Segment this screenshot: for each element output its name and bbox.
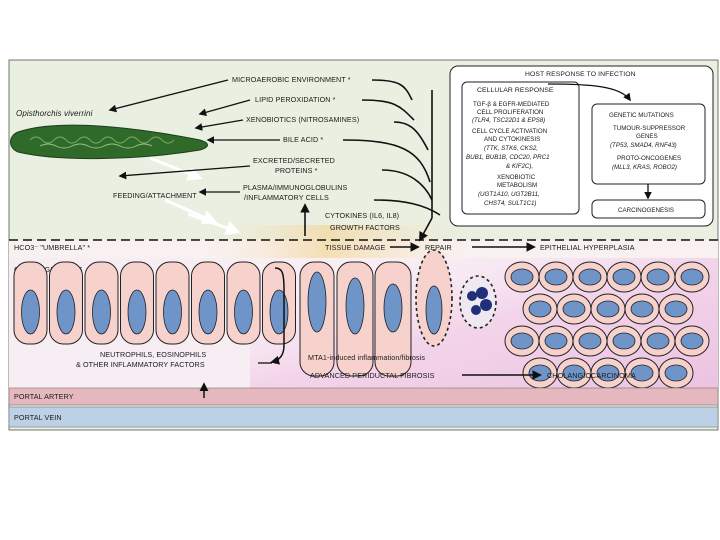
cholangiocyte: [226, 261, 261, 345]
factor-excreted: EXCRETED/SECRETED: [253, 156, 335, 165]
organism-name: Opisthorchis viverrini: [16, 109, 93, 118]
hyperplasia-label: EPITHELIAL HYPERPLASIA: [540, 243, 635, 252]
genetic-line: PROTO-ONCOGENES: [617, 155, 681, 162]
factor-inflammatory-cells: /INFLAMMATORY CELLS: [244, 193, 329, 202]
factor-cytokines: CYTOKINES (IL6, IL8): [325, 211, 399, 220]
feeding-arrows: [149, 156, 241, 235]
cellular-line: & KIF2C),: [506, 163, 533, 170]
hyperplastic-cell: [522, 293, 558, 325]
hyperplastic-cell: [606, 261, 642, 293]
genetic-line: (TP53, SMAD4, RNF43): [610, 142, 677, 149]
cellular-line: (TLR4, TSC22D1 & EPS8): [472, 117, 545, 124]
hyperplastic-cell: [572, 325, 608, 357]
genetic-line: GENES: [636, 133, 658, 140]
cellular-line: BUB1, BUB1B, CDC20, PRC1: [466, 154, 550, 161]
hyperplastic-cell: [590, 293, 626, 325]
feeding-label: FEEDING/ATTACHMENT: [113, 191, 197, 200]
cellular-line: CHST4, SULT1C1): [484, 200, 537, 207]
mta1-label: MTA1-induced inflammation/fibrosis: [308, 353, 425, 362]
cellular-line: (UGT1A10, UGT2B11,: [478, 191, 540, 198]
hyperplasia-cluster: [504, 261, 710, 389]
damaged-cells: [299, 249, 497, 377]
cellular-line: CELL CYCLE ACTIVATION: [472, 128, 547, 135]
hyperplastic-cell: [504, 261, 540, 293]
host-arrows: [547, 83, 652, 200]
hyperplastic-cell: [504, 325, 540, 357]
cellular-line: XENOBIOTIC: [497, 174, 536, 181]
hyperplastic-cell: [538, 261, 574, 293]
carcinogenesis-label: CARCINOGENESIS: [618, 207, 674, 214]
factor-bile: BILE ACID *: [283, 135, 323, 144]
portal-vein-band: [8, 406, 719, 428]
worm-group: [10, 124, 208, 160]
factor-xenobiotics: XENOBIOTICS (NITROSAMINES): [246, 115, 359, 124]
cellular-line: AND CYTOKINESIS: [484, 136, 540, 143]
cholangiocyte-row: [13, 261, 296, 345]
hyperplastic-cell: [538, 325, 574, 357]
neutrophils-line-2: & OTHER INFLAMMATORY FACTORS: [76, 360, 205, 369]
factor-proteins: PROTEINS *: [275, 166, 318, 175]
portal-artery-label: PORTAL ARTERY: [14, 392, 74, 401]
portal-artery-band: [8, 387, 719, 406]
factor-connectors: [300, 79, 441, 242]
cellular-response-title: CELLULAR RESPONSE: [477, 87, 554, 94]
genetic-line: GENETIC MUTATIONS: [609, 112, 674, 119]
hyperplastic-cell: [674, 261, 710, 293]
cholangiocyte: [262, 261, 296, 345]
host-response-title: HOST RESPONSE TO INFECTION: [525, 71, 636, 78]
cellular-line: TGF-β & EGFR-MEDIATED: [473, 101, 550, 108]
umbrella-label: HCO3⁻ "UMBRELLA" *: [14, 243, 90, 252]
cellular-line: CELL PROLIFERATION: [477, 109, 543, 116]
carcinogenesis-box: [591, 199, 706, 219]
cholangiocyte: [120, 261, 154, 345]
cholangiocytes-label: CHOLANGIOCYTES: [14, 265, 83, 274]
apoptotic-body: [459, 275, 497, 329]
factor-plasma: PLASMA/IMMUNOGLOBULINS: [243, 183, 348, 192]
genetic-line: (MLL3, KRAS, ROBO2): [612, 164, 677, 171]
cholangiocyte: [155, 261, 190, 345]
genetic-line: TUMOUR-SUPPRESSOR: [613, 125, 686, 132]
cellular-line: (TTK, STK6, CKS2,: [484, 145, 538, 152]
hyperplastic-cell: [658, 293, 694, 325]
hyperplastic-cell: [674, 325, 710, 357]
fibrosis-label: ADVANCED PERIDUCTAL FIBROSIS: [310, 371, 435, 380]
tissue-damage-label: TISSUE DAMAGE: [325, 243, 386, 252]
worm-texture-2: [39, 143, 153, 149]
hyperplastic-cell: [624, 293, 660, 325]
cellular-lines: TGF-β & EGFR-MEDIATED CELL PROLIFERATION…: [466, 101, 550, 207]
cholangiocyte: [49, 261, 83, 345]
cholangiocarcinoma-label: CHOLANGIOCARCINOMA: [547, 371, 636, 380]
portal-vein-label: PORTAL VEIN: [14, 413, 62, 422]
hyperplastic-cell: [640, 261, 676, 293]
hyperplastic-cell: [658, 357, 694, 389]
worm-body: [10, 124, 208, 160]
hyperplastic-cell: [556, 357, 592, 389]
neutrophils-line-1: NEUTROPHILS, EOSINOPHILS: [100, 350, 206, 359]
cholangiocyte: [13, 261, 48, 345]
cellular-line: METABOLISM: [497, 182, 537, 189]
worm-texture: [29, 136, 175, 144]
hyperplastic-cell: [606, 325, 642, 357]
factor-lipid: LIPID PEROXIDATION *: [255, 95, 336, 104]
hyperplastic-cell: [590, 357, 626, 389]
hyperplastic-cell: [556, 293, 592, 325]
repair-label: REPAIR: [425, 243, 452, 252]
cholangiocyte: [84, 261, 119, 345]
factor-arrows: [108, 79, 280, 196]
factor-growth: GROWTH FACTORS: [330, 223, 400, 232]
genetic-lines: GENETIC MUTATIONS TUMOUR-SUPPRESSOR GENE…: [609, 112, 686, 171]
factor-microaerobic: MICROAEROBIC ENVIRONMENT *: [232, 75, 351, 84]
inflammation-bracket: [270, 267, 285, 365]
cellular-response-box: [461, 81, 580, 215]
cholangiocyte: [191, 261, 225, 345]
hyperplastic-cell: [572, 261, 608, 293]
hyperplastic-cell: [640, 325, 676, 357]
